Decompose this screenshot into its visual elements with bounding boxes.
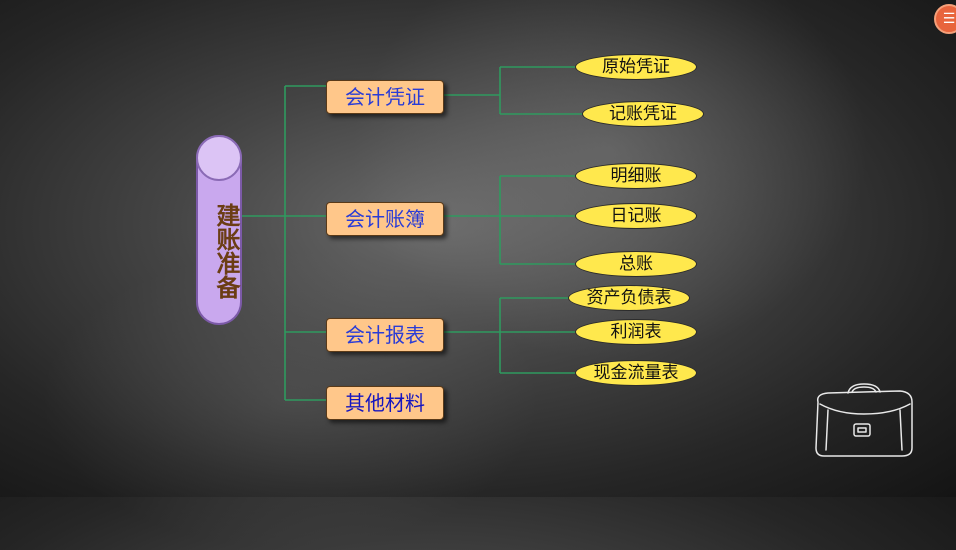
branch-node-financial-statements: 会计报表 <box>326 318 444 352</box>
leaf-node-bookkeeping-voucher: 记账凭证 <box>582 101 704 127</box>
leaf-node-income-statement: 利润表 <box>575 319 697 345</box>
branch-node-accounting-vouchers: 会计凭证 <box>326 80 444 114</box>
root-node-label: 建账准备 <box>212 203 240 299</box>
leaf-node-journal: 日记账 <box>575 203 697 229</box>
branch-node-other-materials: 其他材料 <box>326 386 444 420</box>
root-node-cap <box>196 135 242 181</box>
leaf-node-original-voucher: 原始凭证 <box>575 54 697 80</box>
leaf-node-balance-sheet: 资产负债表 <box>568 285 690 311</box>
root-node: 建账准备 <box>196 135 242 325</box>
leaf-node-cash-flow-statement: 现金流量表 <box>575 360 697 386</box>
leaf-node-detail-ledger: 明细账 <box>575 163 697 189</box>
presentation-icon[interactable]: ☰ <box>934 4 956 34</box>
connector-lines <box>242 66 583 401</box>
leaf-node-general-ledger: 总账 <box>575 251 697 277</box>
branch-node-account-books: 会计账簿 <box>326 202 444 236</box>
briefcase-icon <box>815 383 913 457</box>
